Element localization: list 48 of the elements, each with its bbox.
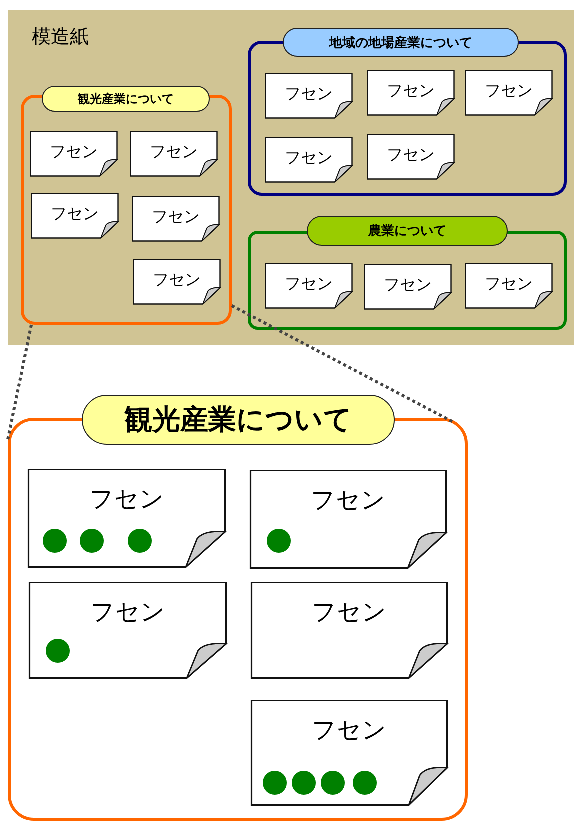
sticky-note — [132, 196, 220, 242]
category-group — [21, 86, 232, 325]
sticky-note — [133, 259, 221, 305]
sticky-note — [28, 469, 226, 568]
note-text: フセン — [90, 597, 166, 628]
category-label: 観光産業について — [42, 86, 210, 112]
sticky-note — [30, 131, 118, 177]
note-text: フセン — [485, 274, 533, 295]
sticky-note — [251, 700, 448, 806]
sticky-note — [367, 134, 455, 180]
note-text: フセン — [90, 484, 164, 515]
zoom-connector — [6, 324, 34, 440]
note-text: フセン — [384, 275, 432, 296]
sticky-note — [251, 582, 448, 679]
sticky-note — [29, 582, 227, 679]
category-label: 農業について — [307, 216, 508, 246]
note-text: フセン — [153, 270, 201, 291]
note-text: フセン — [485, 81, 533, 102]
sticky-note — [130, 131, 218, 177]
sticky-note — [250, 470, 447, 569]
note-text: フセン — [387, 145, 435, 166]
note-text: フセン — [150, 142, 198, 163]
note-text: フセン — [312, 715, 387, 746]
note-text: フセン — [51, 204, 99, 225]
sticky-note — [364, 264, 452, 310]
category-group — [248, 216, 567, 330]
note-text: フセン — [152, 207, 200, 228]
category-group — [8, 395, 468, 821]
category-label: 観光産業について — [82, 395, 395, 445]
category-label: 地域の地場産業について — [283, 28, 519, 57]
sticky-note — [465, 70, 553, 116]
sticky-note — [31, 193, 119, 239]
sticky-note — [367, 70, 455, 116]
sticky-note — [265, 137, 353, 183]
sticky-note — [265, 73, 353, 119]
note-text: フセン — [312, 597, 387, 628]
note-text: フセン — [285, 84, 333, 105]
note-text: フセン — [285, 148, 333, 169]
note-text: フセン — [311, 485, 386, 516]
sticky-note — [465, 263, 553, 309]
note-text: フセン — [50, 142, 98, 163]
sticky-note — [265, 263, 353, 309]
poster-board — [8, 10, 574, 345]
note-text: フセン — [285, 274, 333, 295]
note-text: フセン — [387, 81, 435, 102]
zoom-connector — [231, 304, 456, 424]
board-title: 模造紙 — [32, 25, 89, 50]
category-group — [248, 28, 567, 196]
